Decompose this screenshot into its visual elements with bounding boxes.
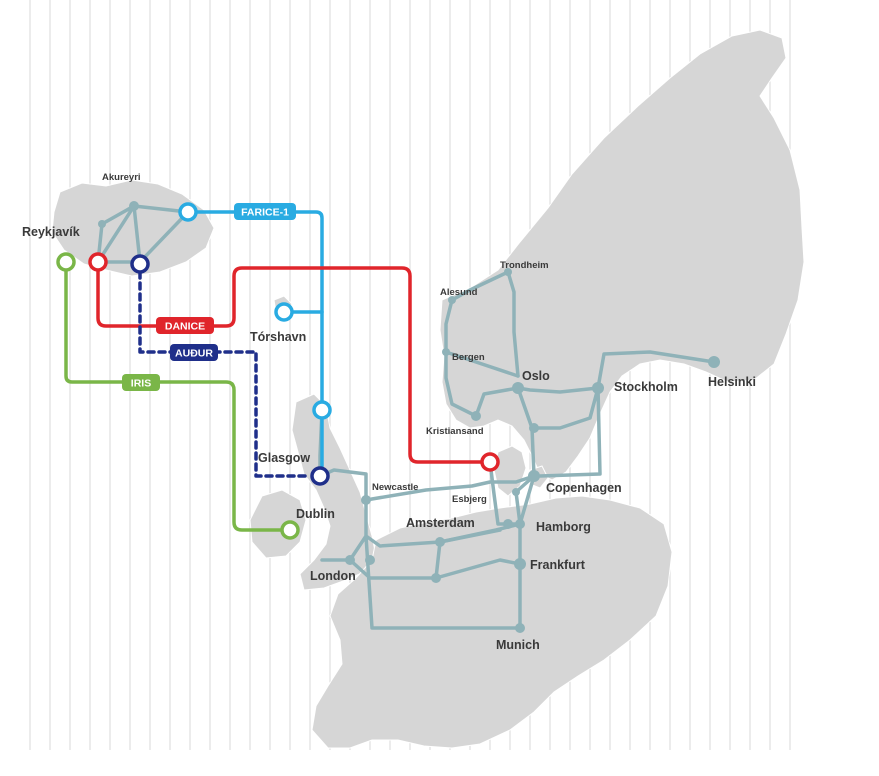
stockholm-label: Stockholm xyxy=(614,380,678,394)
alesund-label: Alesund xyxy=(440,287,478,298)
torshavn-station xyxy=(274,302,294,322)
scandinavia-land xyxy=(439,29,805,481)
danice-badge: DANICE xyxy=(156,317,214,334)
audur-cable xyxy=(138,270,312,478)
oslo-dot xyxy=(512,382,524,394)
dublin-label: Dublin xyxy=(296,507,335,521)
danice-cable xyxy=(96,266,484,464)
audur-badge: AUÐUR xyxy=(170,344,218,361)
iris-label: IRIS xyxy=(131,378,151,390)
london-dot xyxy=(345,555,355,565)
helsinki-label: Helsinki xyxy=(708,375,756,389)
frankfurt-dot xyxy=(514,558,526,570)
glasgow-station xyxy=(310,466,330,486)
danice-iceland-station xyxy=(88,252,108,272)
continental-europe-land xyxy=(311,495,673,749)
amsterdam-dot xyxy=(435,537,445,547)
kristiansand-label: Kristiansand xyxy=(426,426,484,437)
iris-iceland-station xyxy=(56,252,76,272)
south-sweden-dot xyxy=(529,423,539,433)
newcastle-dot xyxy=(361,495,371,505)
iceland-land xyxy=(51,179,215,277)
city-labels: Akureyri Reykjavík Tórshavn Trondheim Al… xyxy=(22,172,756,652)
hamborg-label: Hamborg xyxy=(536,520,591,534)
belgium-dot xyxy=(431,573,441,583)
iceland-dot xyxy=(98,220,106,228)
city-dots xyxy=(98,201,720,633)
great-britain-land xyxy=(291,393,377,591)
cable-badges: FARICE-1 DANICE AUÐUR IRIS xyxy=(122,203,296,391)
munich-label: Munich xyxy=(496,638,540,652)
danice-denmark-station xyxy=(480,452,500,472)
bergen-oslo-line xyxy=(444,350,520,378)
esbjerg-label: Esbjerg xyxy=(452,494,487,505)
hamborg-dot xyxy=(503,519,513,529)
bergen-label: Bergen xyxy=(452,352,485,363)
kristiansand-oslo-line xyxy=(474,386,520,418)
farice-cable xyxy=(186,210,324,404)
submarine-cables xyxy=(64,210,484,532)
landing-stations xyxy=(56,202,500,540)
audur-label: AUÐUR xyxy=(175,348,213,360)
newcastle-label: Newcastle xyxy=(372,482,418,493)
glasgow-label: Glasgow xyxy=(258,451,310,465)
esbjerg-dot xyxy=(512,488,520,496)
london-label: London xyxy=(310,569,356,583)
bergen-dot xyxy=(442,348,450,356)
london-dot-2 xyxy=(365,555,375,565)
kristiansand-dot xyxy=(471,411,481,421)
farice-iceland-station xyxy=(178,202,198,222)
iris-badge: IRIS xyxy=(122,374,160,391)
trondheim-label: Trondheim xyxy=(500,260,549,271)
danice-label: DANICE xyxy=(165,321,205,333)
stockholm-helsinki-line xyxy=(596,350,716,390)
alesund-dot xyxy=(448,296,456,304)
copenhagen-label: Copenhagen xyxy=(546,481,622,495)
stockholm-dot xyxy=(592,382,604,394)
copenhagen-dot xyxy=(528,470,540,482)
munich-dot xyxy=(515,623,525,633)
oslo-label: Oslo xyxy=(522,369,550,383)
land-masses xyxy=(51,29,805,749)
hamborg-dot-2 xyxy=(515,519,525,529)
newcastle-esbjerg-line xyxy=(364,474,536,502)
dublin-station xyxy=(280,520,300,540)
amsterdam-label: Amsterdam xyxy=(406,516,475,530)
benelux-lines xyxy=(434,528,522,580)
iris-cable xyxy=(64,268,284,532)
stockholm-south-line xyxy=(534,386,602,478)
farice-badge: FARICE-1 xyxy=(234,203,296,220)
helsinki-dot xyxy=(708,356,720,368)
reykjavik-label: Reykjavík xyxy=(22,225,80,239)
farice-scotland-station xyxy=(312,400,332,420)
farice-label: FARICE-1 xyxy=(241,207,289,219)
torshavn-label: Tórshavn xyxy=(250,330,306,344)
akureyri-label: Akureyri xyxy=(102,172,141,183)
trondheim-dot xyxy=(504,268,512,276)
audur-iceland-station xyxy=(130,254,150,274)
akureyri-dot xyxy=(129,201,139,211)
frankfurt-label: Frankfurt xyxy=(530,558,586,572)
